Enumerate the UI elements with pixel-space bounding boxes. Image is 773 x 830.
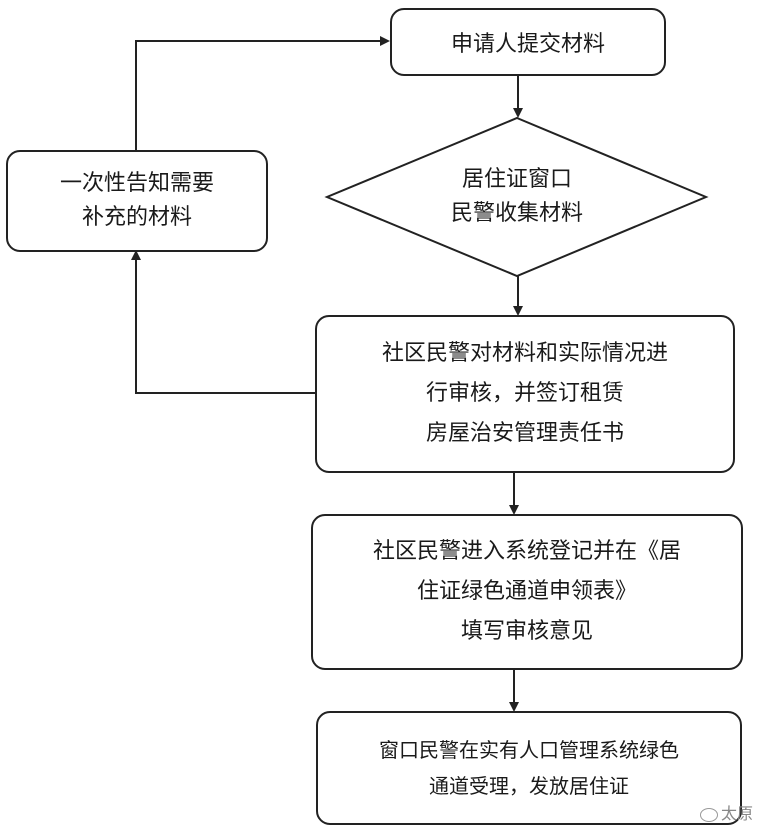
- arrow-review-to-notify: [131, 250, 316, 394]
- node-collect-line-2: 民警收集材料: [450, 201, 583, 226]
- node-register-line-2: 住证绿色通道申领表》: [416, 579, 637, 604]
- node-submit-text: 申请人提交材料: [450, 32, 605, 57]
- node-review-line-3: 房屋治安管理责任书: [425, 421, 624, 446]
- node-review-line-1: 社区民警对材料和实际情况进: [381, 341, 668, 366]
- node-issue-line-2: 通道受理，发放居住证: [429, 774, 629, 798]
- arrow-notify-to-submit: [135, 36, 390, 151]
- node-issue-line-1: 窗口民警在实有人口管理系统绿色: [379, 738, 679, 762]
- node-review-line-2: 行审核，并签订租赁: [425, 381, 624, 406]
- node-submit-materials: 申请人提交材料: [390, 8, 666, 76]
- node-collect-line-1: 居住证窗口: [461, 167, 572, 192]
- node-notify-line-1: 一次性告知需要: [59, 171, 214, 196]
- watermark: 太原: [700, 800, 753, 824]
- node-register-line-1: 社区民警进入系统登记并在《居: [372, 539, 681, 564]
- node-review-materials: 社区民警对材料和实际情况进 行审核，并签订租赁 房屋治安管理责任书: [315, 315, 735, 473]
- wechat-icon: [700, 807, 718, 822]
- node-collect-materials: 居住证窗口 民警收集材料: [367, 145, 667, 249]
- node-notify-supplement: 一次性告知需要 补充的材料: [6, 150, 268, 252]
- node-issue-permit: 窗口民警在实有人口管理系统绿色 通道受理，发放居住证: [316, 711, 742, 825]
- node-register-line-3: 填写审核意见: [460, 619, 593, 644]
- node-notify-line-2: 补充的材料: [81, 205, 192, 230]
- node-system-register: 社区民警进入系统登记并在《居 住证绿色通道申领表》 填写审核意见: [311, 514, 743, 670]
- watermark-text: 太原: [721, 804, 754, 823]
